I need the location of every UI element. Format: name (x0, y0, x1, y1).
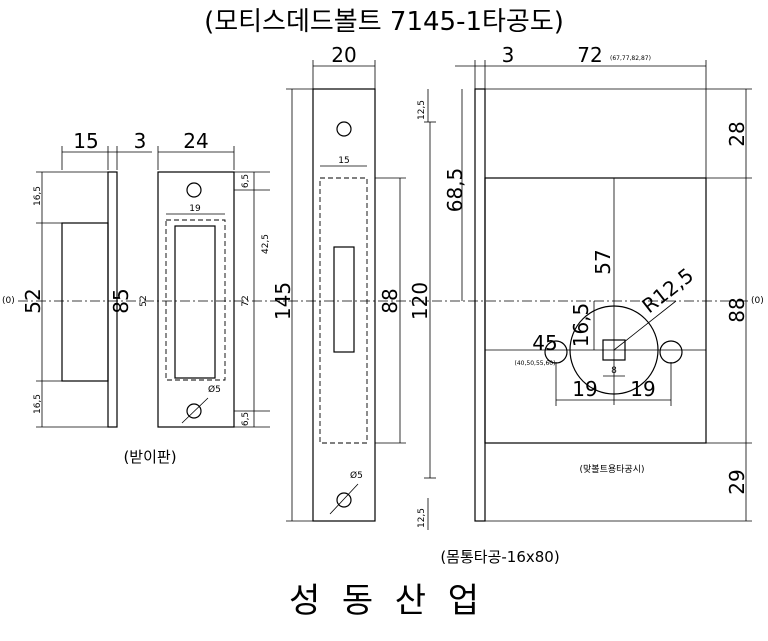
caption-dead-bolt-drill: (맞볼트용타공시) (580, 463, 645, 475)
lock-body-view: 3 72 (67,77,82,87) 68,5 28 88 29 R12,5 5… (443, 43, 752, 522)
dim-42-5: 42,5 (261, 234, 271, 254)
faceplate-screw-top (336, 121, 352, 137)
dim-52a: 52 (21, 288, 45, 313)
strike-recess (165, 219, 226, 381)
strike-plate (157, 171, 235, 428)
dim-19a: 19 (572, 377, 597, 401)
strike-box (61, 222, 109, 382)
center-mark-right: (0) (751, 296, 764, 306)
faceplate-screw-bottom (336, 492, 352, 508)
strike-screw-top (186, 182, 202, 198)
dim-16-5c: 16,5 (569, 303, 593, 348)
dim-57: 57 (591, 249, 615, 274)
dim-6-5-top: 6,5 (241, 174, 251, 188)
dim-3b: 3 (502, 43, 515, 67)
dim-16-5-bot: 16,5 (33, 394, 43, 414)
dim-6-5-bot: 6,5 (241, 412, 251, 426)
strike-side-view: 15 3 16,5 52 16,5 85 (21, 129, 152, 428)
dim-19: 19 (189, 204, 201, 214)
screw-label-b: Ø5 (350, 470, 363, 481)
dim-r12-5: R12,5 (637, 263, 698, 318)
caption-body-cutout: (몸통타공-16x80) (440, 548, 559, 566)
dim-88b: 88 (725, 297, 749, 322)
dim-52b: 52 (139, 295, 149, 306)
bolt-opening (333, 246, 355, 353)
faceplate (312, 88, 376, 522)
dim-12-5-bot: 12,5 (417, 508, 427, 528)
strike-plate-edge (107, 171, 118, 428)
dim-68-5: 68,5 (443, 168, 467, 213)
dim-12-5-top: 12,5 (417, 100, 427, 120)
dim-88a: 88 (378, 288, 402, 313)
dim-19b: 19 (630, 377, 655, 401)
dim-28: 28 (725, 121, 749, 146)
body-recess (319, 177, 368, 444)
screw-label-a: Ø5 (208, 384, 221, 395)
body-faceplate (474, 88, 486, 522)
lock-body (484, 177, 707, 444)
dim-24: 24 (183, 129, 208, 153)
company-name: 성 동 산 업 (289, 581, 479, 621)
dim-15: 15 (73, 129, 98, 153)
dim-72b: 72 (577, 43, 602, 67)
dim-3a: 3 (134, 129, 147, 153)
dim-72: 72 (241, 295, 251, 306)
dim-15b: 15 (338, 156, 349, 166)
strike-opening (174, 225, 216, 379)
faceplate-front-view: Ø5 20 15 145 88 120 12,5 12,5 (몸통타공-16x8… (271, 43, 560, 566)
dim-145: 145 (271, 282, 295, 320)
dim-8: 8 (611, 366, 617, 376)
dim-45: 45 (532, 331, 557, 355)
center-mark-left: (0) (2, 296, 15, 306)
side-hole-right (659, 340, 683, 364)
drawing-title: (모티스데드볼트 7145-1타공도) (204, 7, 564, 37)
dim-29: 29 (725, 469, 749, 494)
dim-45-options: (40,50,55,60) (515, 360, 556, 367)
dim-85: 85 (109, 288, 133, 313)
dim-16-5-top: 16,5 (33, 186, 43, 206)
strike-screw-bottom (186, 403, 202, 419)
caption-strike-plate: (받이판) (123, 448, 176, 466)
strike-front-view: Ø5 24 19 52 6,5 42,5 72 6,5 (받이판) (123, 129, 271, 466)
dim-120: 120 (408, 282, 432, 320)
dim-72-options: (67,77,82,87) (610, 55, 651, 62)
dim-20: 20 (331, 43, 356, 67)
